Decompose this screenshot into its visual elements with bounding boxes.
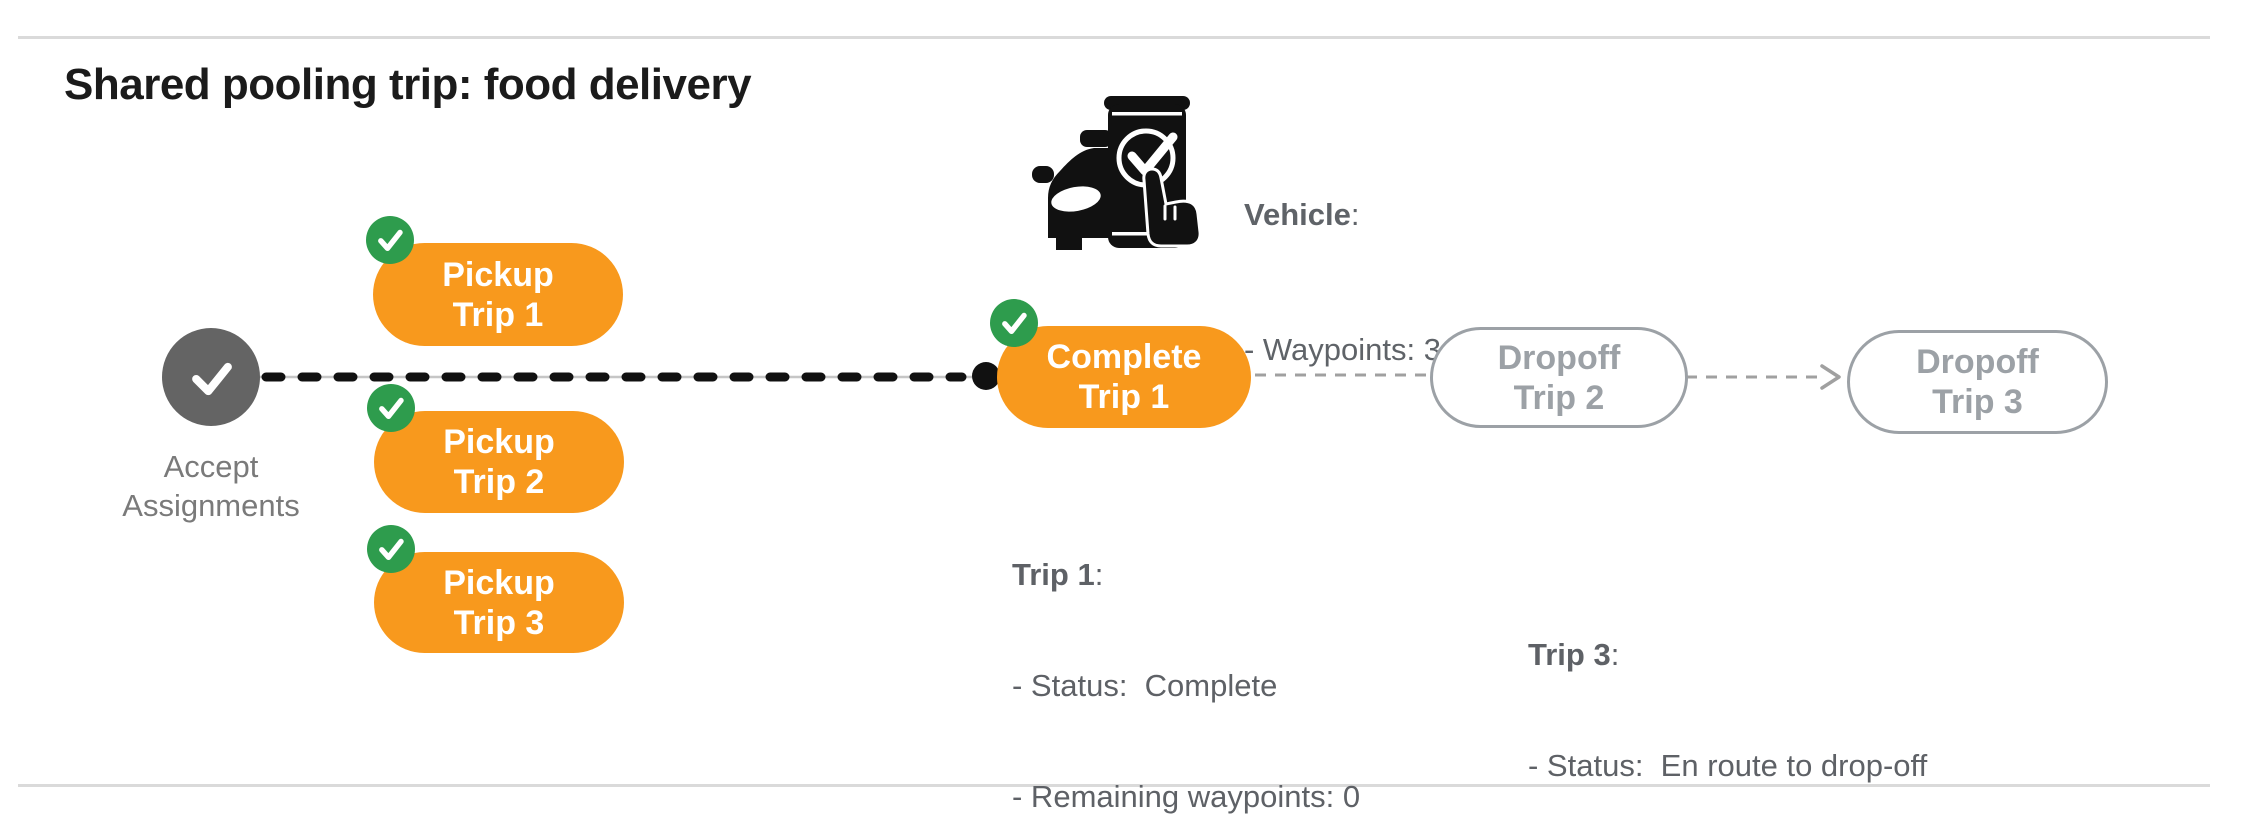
top-divider bbox=[18, 36, 2210, 39]
check-circle-icon bbox=[367, 525, 415, 573]
status-heading-trip-3: Trip 3: bbox=[1528, 637, 1620, 672]
node-complete-trip-1: Complete Trip 1 bbox=[990, 299, 1251, 428]
status-line: - Status: Complete bbox=[1012, 668, 1278, 703]
check-circle-icon bbox=[990, 299, 1038, 347]
check-circle-icon bbox=[366, 216, 414, 264]
vehicle-waypoints: - Waypoints: 3 bbox=[1244, 332, 1441, 367]
node-pickup-trip-2: Pickup Trip 2 bbox=[367, 384, 624, 513]
accept-assignments-node bbox=[162, 328, 260, 426]
status-line: - Status: En route to drop-off bbox=[1528, 748, 1928, 783]
node-dropoff-trip-3: Dropoff Trip 3 bbox=[1847, 330, 2108, 434]
status-heading-trip-1: Trip 1: bbox=[1012, 557, 1104, 592]
bottom-divider bbox=[18, 784, 2210, 787]
page-title: Shared pooling trip: food delivery bbox=[64, 60, 752, 109]
car-phone-check-icon bbox=[1032, 96, 1199, 250]
status-block-trip-3: Trip 3: - Status: En route to drop-off -… bbox=[1528, 562, 1927, 825]
node-dropoff-trip-2: Dropoff Trip 2 bbox=[1430, 327, 1688, 428]
node-pickup-trip-1: Pickup Trip 1 bbox=[366, 216, 623, 346]
right-arrowhead-icon bbox=[1820, 364, 1841, 390]
accept-assignments-label: Accept Assignments bbox=[122, 449, 300, 523]
status-line: - Remaining waypoints: 0 bbox=[1012, 779, 1361, 814]
check-circle-icon bbox=[367, 384, 415, 432]
node-pickup-trip-3: Pickup Trip 3 bbox=[367, 525, 624, 653]
status-block-trips-1-2: Trip 1: - Status: Complete - Remaining w… bbox=[1012, 482, 1411, 825]
route-waypoint-dot bbox=[972, 362, 1000, 390]
check-icon bbox=[192, 362, 232, 396]
vehicle-info: Vehicle: - Waypoints: 3 bbox=[1244, 102, 1441, 462]
vehicle-label: Vehicle: bbox=[1244, 197, 1360, 232]
